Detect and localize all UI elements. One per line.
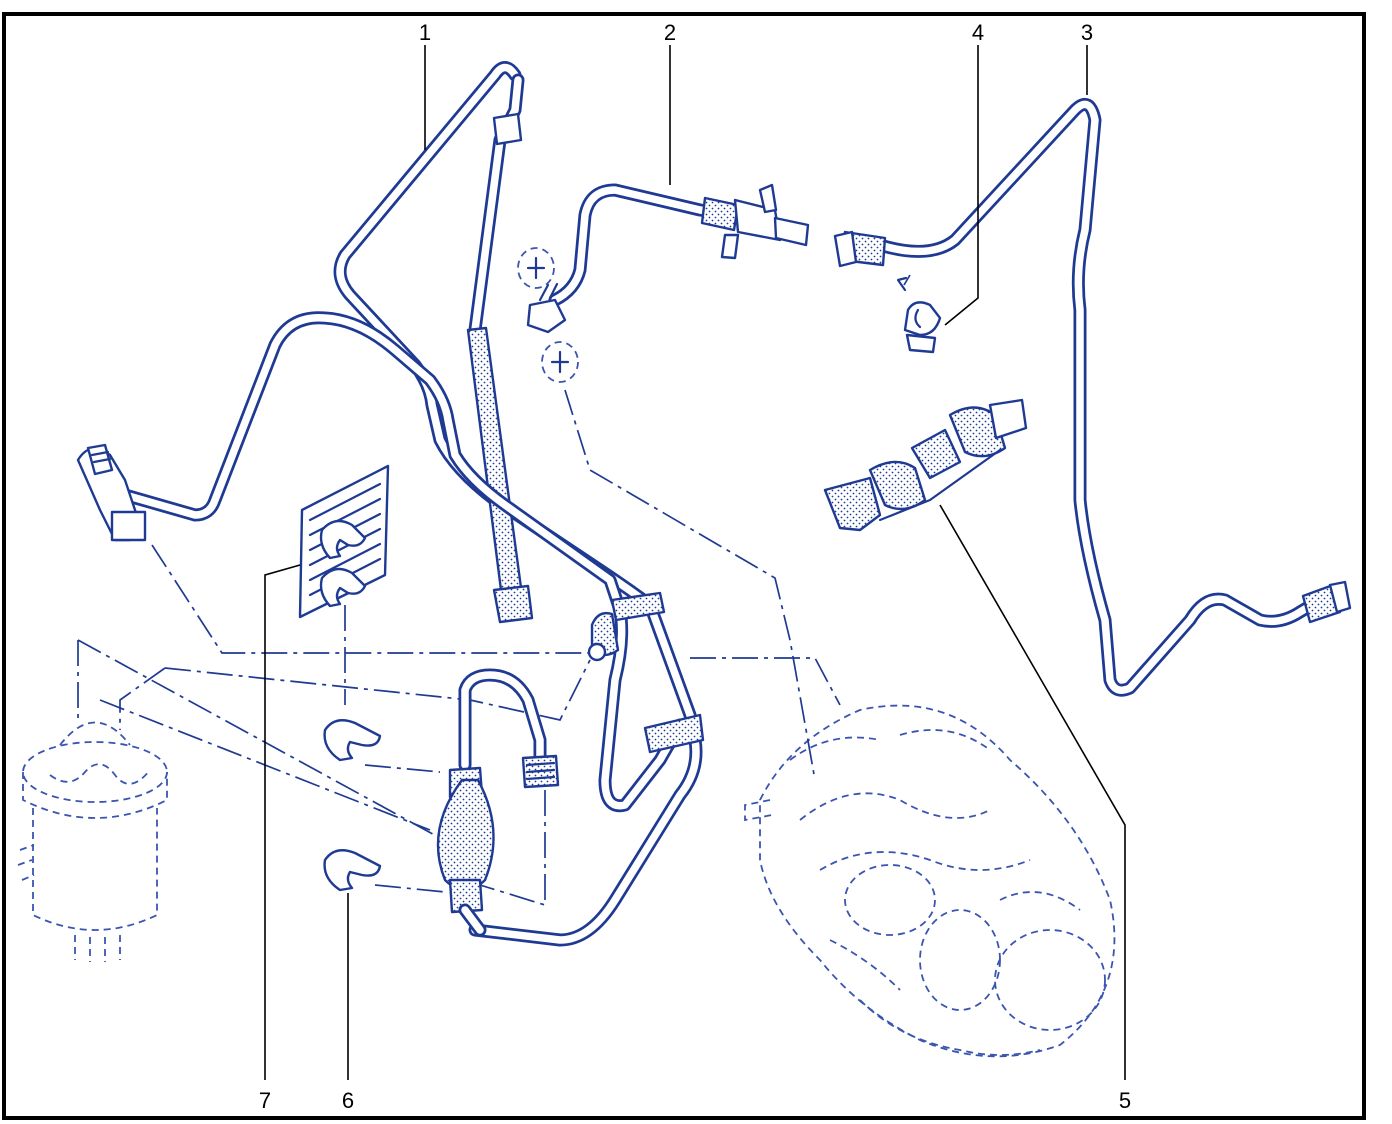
- priming-bulb: [436, 668, 560, 937]
- fuel-pipe-1: [333, 61, 703, 947]
- fuel-filter-ghost: [17, 721, 168, 962]
- fuel-pipe-3: [833, 98, 1352, 697]
- clip-card-7: [298, 464, 390, 619]
- callout-6: 6: [342, 1088, 354, 1113]
- clip-6: [323, 719, 382, 892]
- diagram-border: [2, 12, 1366, 1120]
- callout-4: 4: [972, 20, 984, 45]
- callout-5: 5: [1119, 1088, 1131, 1113]
- callout-2: 2: [664, 20, 676, 45]
- bracket-clip-5: [823, 398, 1028, 532]
- callout-1: 1: [419, 20, 431, 45]
- callout-leaders: [264, 45, 1126, 1080]
- callout-7: 7: [259, 1088, 271, 1113]
- injection-pump-ghost: [744, 704, 1116, 1058]
- banjo-fitting: [587, 611, 620, 662]
- callout-3: 3: [1081, 20, 1093, 45]
- callout-labels: 1 2 3 4 5 6 7: [259, 20, 1131, 1113]
- clip-4: [896, 276, 942, 354]
- pipe-clamp-upper: [610, 591, 705, 754]
- return-pipe: [76, 311, 687, 813]
- fuel-pipe-2: [517, 183, 810, 383]
